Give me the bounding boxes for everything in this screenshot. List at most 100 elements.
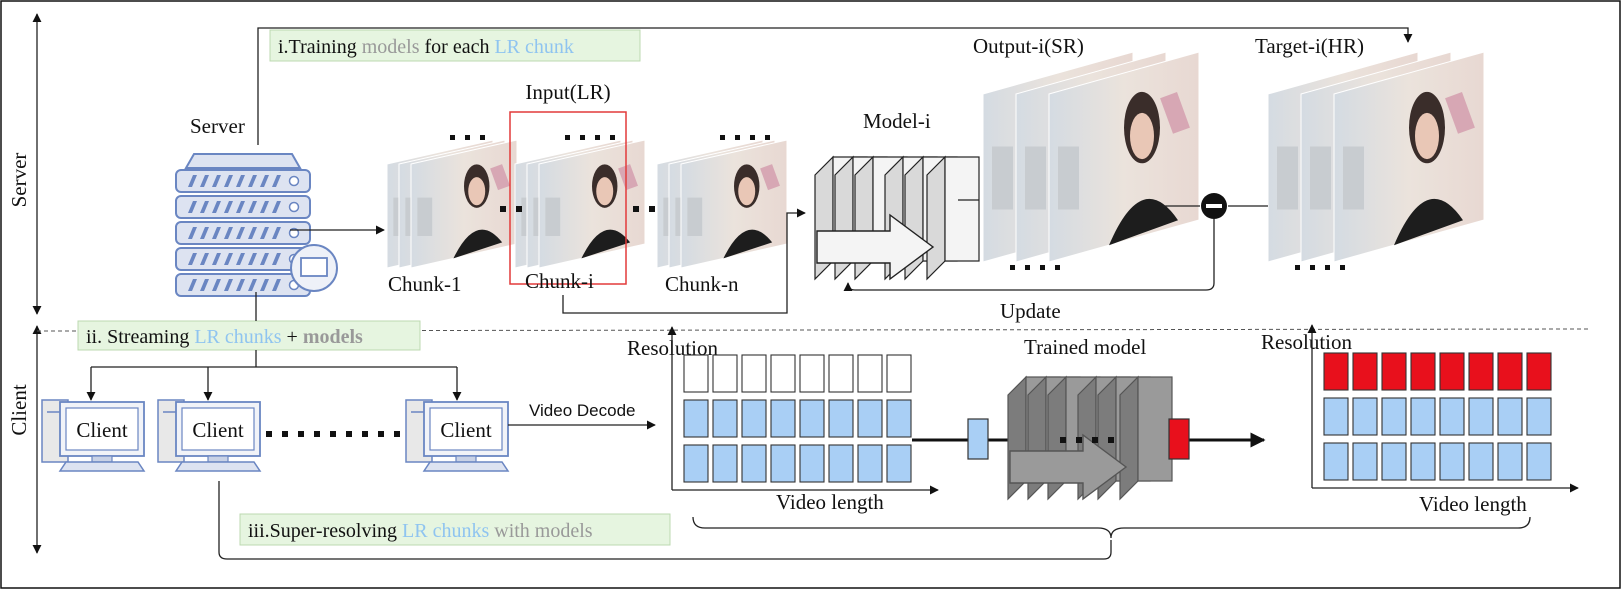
output-frame-stack bbox=[982, 51, 1200, 263]
grid-after-cell-low bbox=[1323, 442, 1349, 481]
input-label: Input(LR) bbox=[525, 80, 610, 104]
grid-before-cell-low bbox=[683, 399, 709, 438]
output-stack-frame-3 bbox=[1048, 51, 1200, 263]
output-ellipsis-dots bbox=[1010, 265, 1345, 270]
grid-before-cell-low bbox=[741, 399, 767, 438]
target-stack-frame-3 bbox=[1333, 51, 1485, 263]
update-feedback-arrow bbox=[843, 219, 1215, 292]
streaming-note-part-0: ii. Streaming bbox=[86, 326, 194, 348]
chunk-to-model-arrow bbox=[562, 208, 806, 314]
model-gray-flow-arrow bbox=[1009, 433, 1128, 501]
high-res-frame-icon bbox=[1168, 418, 1190, 460]
grid-after-cell-low bbox=[1439, 442, 1465, 481]
grid-after-cell-low bbox=[1526, 397, 1552, 436]
trained-model-label: Trained model bbox=[1024, 335, 1146, 359]
chunk1-frame-3 bbox=[410, 139, 518, 269]
rack-unit-3 bbox=[175, 221, 311, 245]
model-i-label: Model-i bbox=[863, 109, 931, 133]
grid-after-cell-low bbox=[1352, 397, 1378, 436]
rack-unit-5 bbox=[175, 273, 311, 297]
output-label: Output-i(SR) bbox=[973, 34, 1084, 58]
grid-before-cell-low bbox=[886, 444, 912, 483]
grid-after-cell-high bbox=[1526, 352, 1552, 391]
chunk-1-label: Chunk-1 bbox=[388, 272, 462, 296]
streaming-note-part-1: LR chunks bbox=[194, 326, 281, 348]
grid-before-cell-low bbox=[799, 444, 825, 483]
desktop-computer-icon bbox=[41, 399, 146, 472]
model-gray-slab-5 bbox=[1137, 376, 1173, 482]
grid-before-cell-blank bbox=[741, 354, 767, 393]
update-label: Update bbox=[1000, 299, 1061, 323]
super-note-part-1: LR chunks bbox=[402, 520, 489, 542]
video-decode-label: Video Decode bbox=[529, 401, 636, 420]
grid-before-cell-blank bbox=[683, 354, 709, 393]
grid-before-cell-low bbox=[770, 444, 796, 483]
rack-unit-2 bbox=[175, 195, 311, 219]
client-computer-2: Client bbox=[157, 399, 262, 472]
grid-after-cell-low bbox=[1439, 397, 1465, 436]
client-computer-1: Client bbox=[41, 399, 146, 472]
model-white-slab-5 bbox=[944, 156, 980, 262]
grid-before-cell-low bbox=[770, 399, 796, 438]
after-ylabel: Resolution bbox=[1261, 330, 1353, 354]
low-res-frame-icon bbox=[967, 418, 989, 460]
server-label: Server bbox=[190, 114, 245, 138]
streaming-note-part-2: + bbox=[282, 326, 303, 348]
grid-after-cell-high bbox=[1468, 352, 1494, 391]
grid-after-cell-high bbox=[1410, 352, 1436, 391]
grid-after-cell-low bbox=[1497, 442, 1523, 481]
grid-before-cell-blank bbox=[712, 354, 738, 393]
client-label: Client bbox=[192, 418, 243, 442]
client-ellipsis-dots bbox=[266, 431, 400, 437]
client-label: Client bbox=[440, 418, 491, 442]
grid-after-cell-low bbox=[1497, 397, 1523, 436]
result-brace bbox=[692, 516, 1531, 539]
grid-after-cell-high bbox=[1352, 352, 1378, 391]
chunk-1-stack bbox=[386, 139, 518, 269]
training-note-part-0: i.Training bbox=[278, 36, 362, 58]
trained-model-network bbox=[1007, 375, 1173, 501]
after-xlabel: Video length bbox=[1419, 492, 1527, 516]
grid-after-cell-low bbox=[1381, 397, 1407, 436]
grid-after-cell-low bbox=[1410, 442, 1436, 481]
grid-before-cell-low bbox=[857, 399, 883, 438]
grid-after-cell-low bbox=[1410, 397, 1436, 436]
grid-before-cell-low bbox=[857, 444, 883, 483]
streaming-note-part-3: models bbox=[303, 326, 363, 348]
target-label: Target-i(HR) bbox=[1255, 34, 1364, 58]
super-note: iii.Super-resolving LR chunks with model… bbox=[248, 520, 593, 542]
target-frame-stack bbox=[1267, 51, 1485, 263]
model-i-network bbox=[814, 155, 980, 281]
chunki-frame-3 bbox=[538, 139, 646, 269]
client-return-line bbox=[218, 481, 1112, 560]
grid-before-cell-low bbox=[828, 399, 854, 438]
grid-after-cell-low bbox=[1468, 397, 1494, 436]
desktop-computer-icon bbox=[405, 399, 510, 472]
chunk-i-label: Chunk-i bbox=[525, 269, 594, 293]
chunk-n-stack bbox=[656, 139, 788, 269]
model-gray-slab-side-5 bbox=[1119, 375, 1139, 501]
desktop-computer-icon bbox=[157, 399, 262, 472]
grid-after-cell-low bbox=[1468, 442, 1494, 481]
grid-before-cell-low bbox=[886, 399, 912, 438]
input-highlight-box bbox=[509, 111, 627, 285]
chunkn-frame-3 bbox=[680, 139, 788, 269]
grid-before-cell-blank bbox=[799, 354, 825, 393]
training-note-box bbox=[269, 29, 641, 62]
client-side-label: Client bbox=[7, 384, 31, 435]
rack-unit-1 bbox=[175, 169, 311, 193]
training-note-part-1: models bbox=[362, 36, 420, 58]
grid-before-cell-blank bbox=[857, 354, 883, 393]
grid-after-cell-high bbox=[1439, 352, 1465, 391]
training-note-part-2: for each bbox=[420, 36, 495, 58]
chunk-n-label: Chunk-n bbox=[665, 272, 739, 296]
client-computer-3: Client bbox=[405, 399, 510, 472]
grid-after-cell-low bbox=[1323, 397, 1349, 436]
training-feedback-line bbox=[257, 27, 1413, 145]
grid-before-cell-blank bbox=[886, 354, 912, 393]
grid-after-cell-high bbox=[1381, 352, 1407, 391]
subtract-icon bbox=[1201, 193, 1227, 219]
grid-before-cell-low bbox=[799, 399, 825, 438]
